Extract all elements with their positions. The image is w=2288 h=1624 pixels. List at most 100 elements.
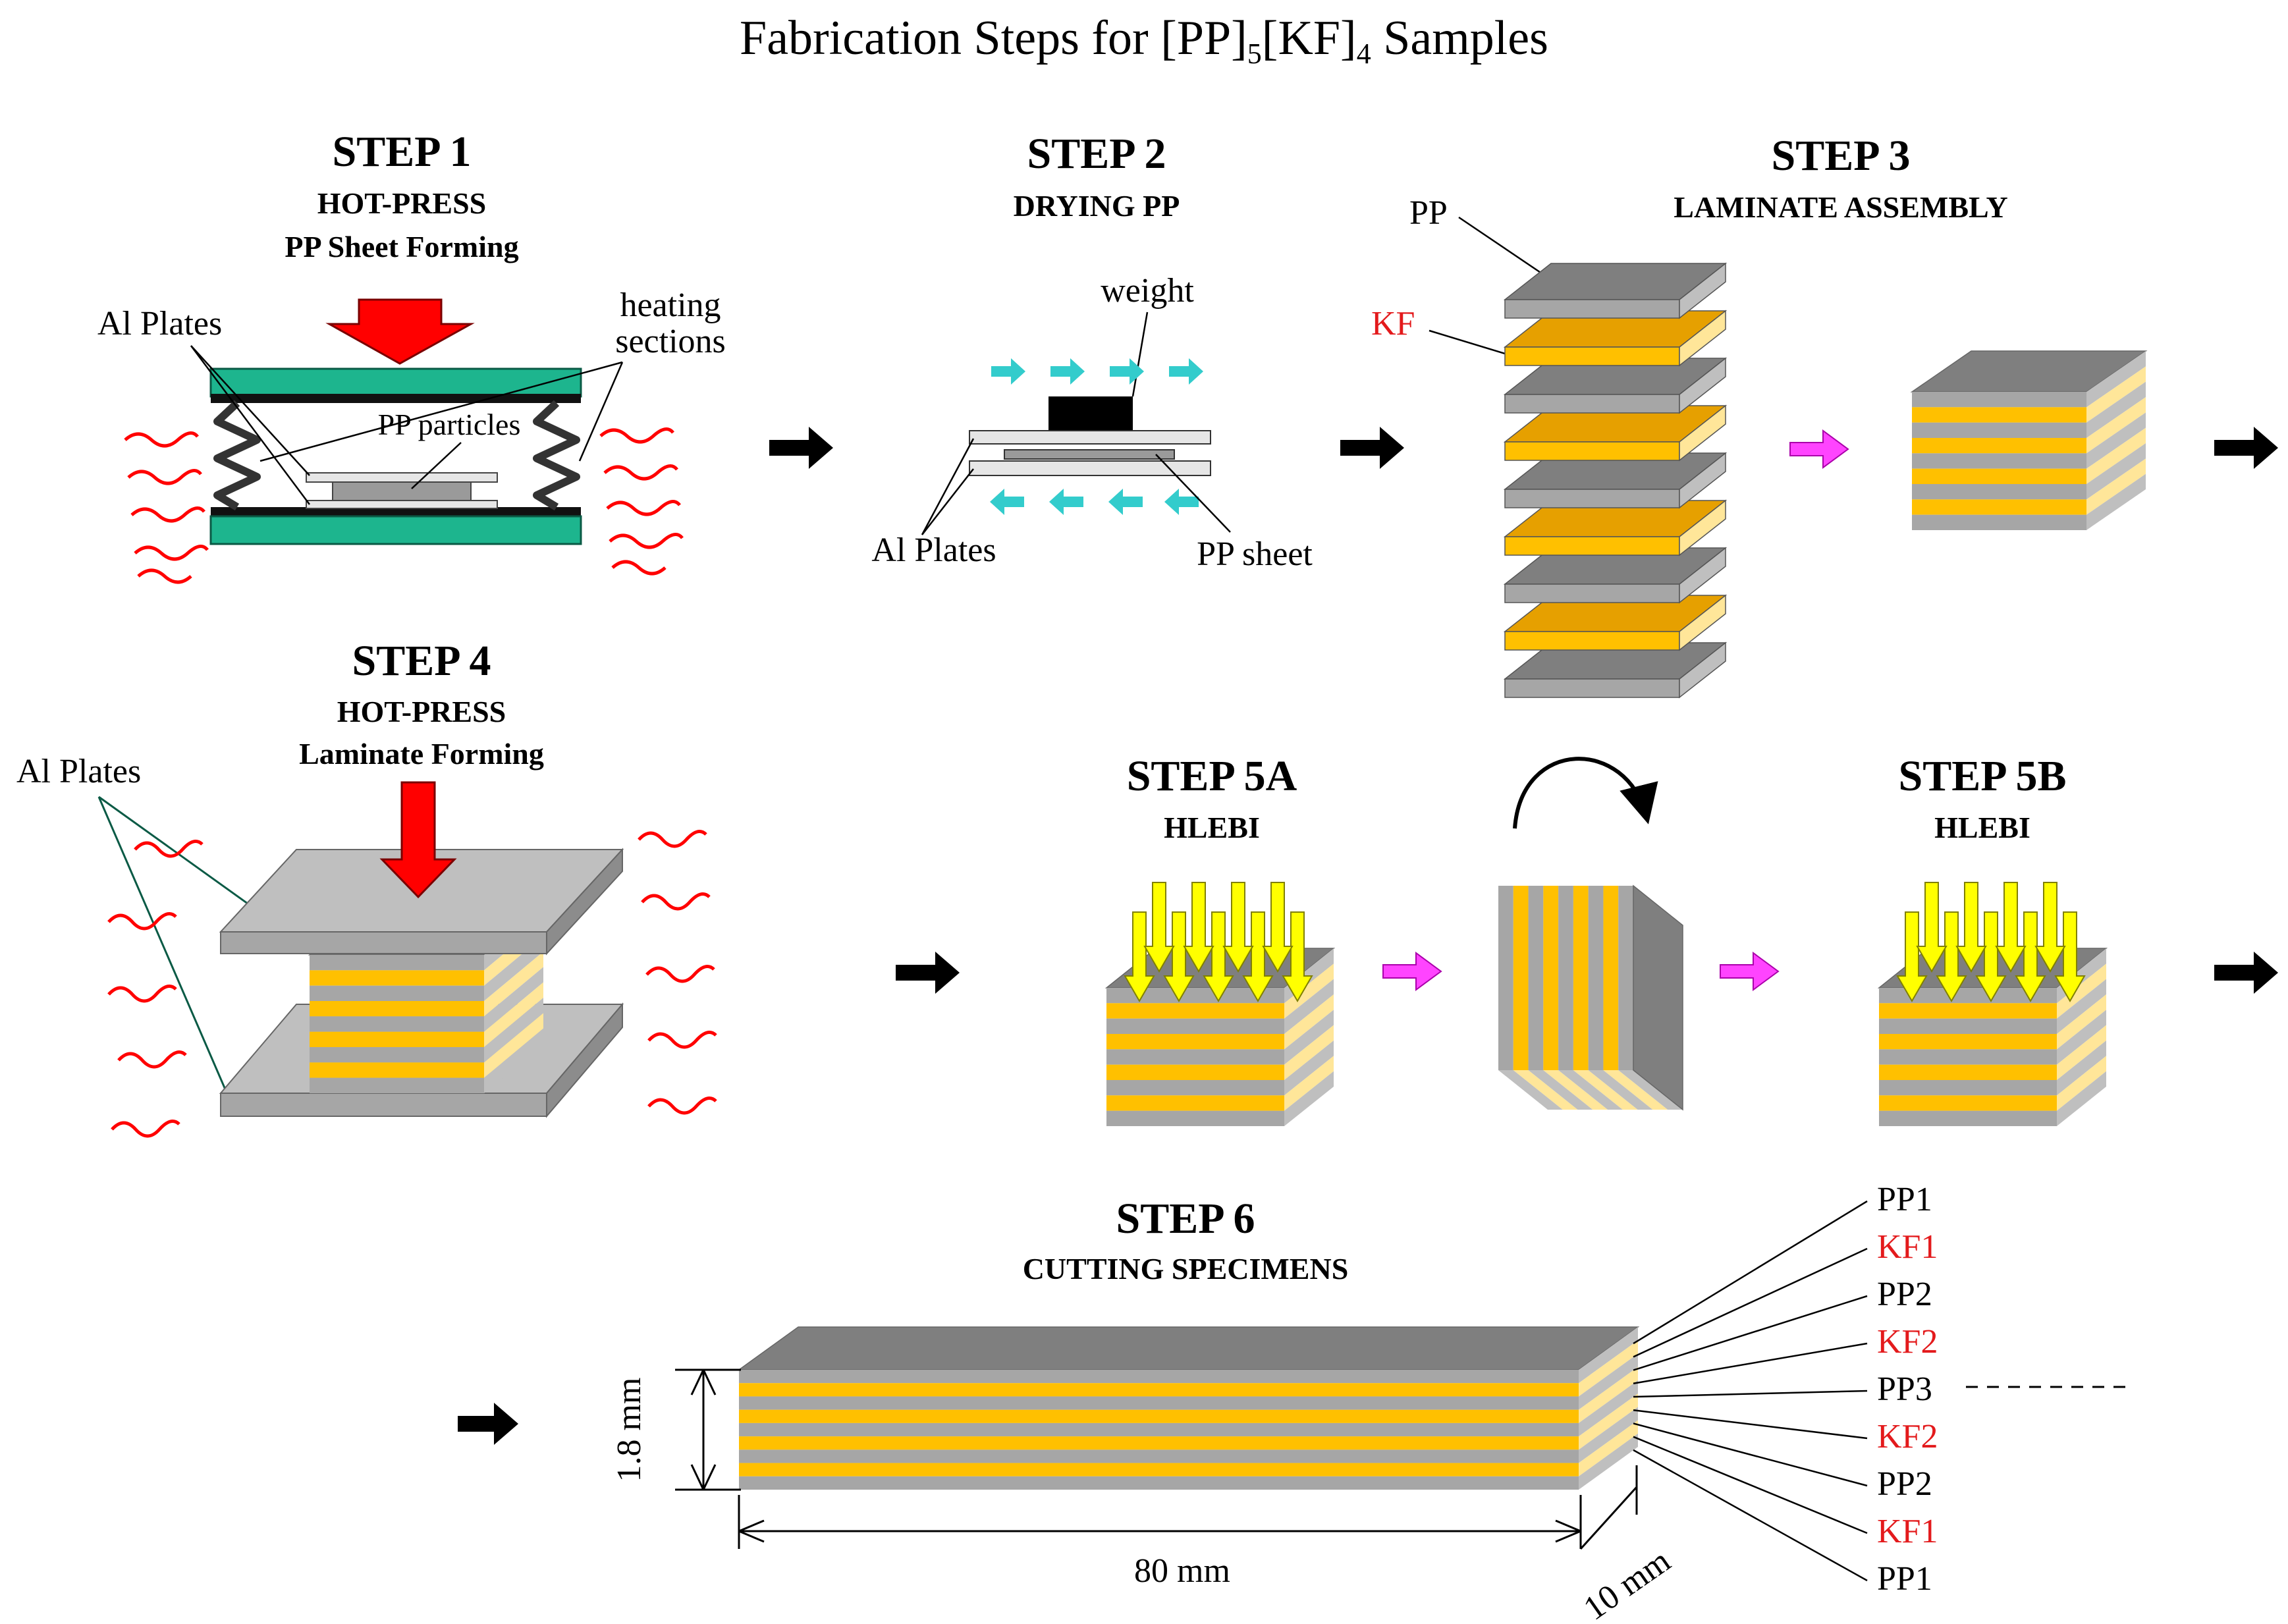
- assembled-laminate-block: [1910, 350, 2148, 530]
- pp-layer-front: [310, 1077, 484, 1093]
- hlebi-block-b: [1877, 948, 2108, 1126]
- beam-arrow-icon: [1975, 911, 2007, 1002]
- step2-al-plates-label: Al Plates: [871, 531, 996, 569]
- pp-stripe: [1558, 886, 1573, 1070]
- pp-layer-side: [1284, 1071, 1334, 1126]
- pp-layer-front: [1879, 988, 2057, 1004]
- beam-arrow-icon: [1936, 911, 1967, 1002]
- beam-arrow-icon: [1222, 882, 1254, 973]
- pp-layer-front: [1106, 1018, 1284, 1034]
- pp-layer-side: [2086, 351, 2146, 408]
- leader: [921, 438, 975, 535]
- pp-layer-front: [739, 1449, 1579, 1463]
- top-press-plate-front: [220, 931, 547, 954]
- pp-layer-front: [1912, 514, 2086, 530]
- pp-layer-side: [484, 1028, 543, 1093]
- flow-arrow-icon: [2214, 427, 2278, 469]
- step2-panel: STEP 2 DRYING PP weight Al Plates PP she…: [871, 130, 1313, 573]
- kf-layer-front: [1912, 468, 2086, 484]
- step1-heating-label-1: heating: [620, 286, 721, 324]
- kf-layer-side: [2057, 963, 2106, 1019]
- pp-layer-front: [310, 955, 484, 971]
- kf-layer-side: [2086, 397, 2146, 454]
- step5a-heading: STEP 5A: [1127, 752, 1297, 800]
- leader: [1429, 329, 1512, 357]
- pp-layer-front: [310, 985, 484, 1001]
- beam-arrow-icon: [1163, 911, 1195, 1002]
- kf-layer-front: [1879, 1003, 2057, 1019]
- pp-layer-front: [1106, 1049, 1284, 1065]
- kf-layer-side: [2057, 994, 2106, 1050]
- step5b-panel: STEP 5B HLEBI: [1877, 752, 2108, 1126]
- step4-panel: STEP 4 HOT-PRESS Laminate Forming Al Pla…: [16, 637, 717, 1138]
- leader: [259, 361, 623, 462]
- pp-sheet-front: [1504, 489, 1680, 508]
- pp-layer-front: [739, 1476, 1579, 1490]
- layer-label-pp3: PP3: [1877, 1370, 1932, 1408]
- pp-sheet-front: [1504, 394, 1680, 414]
- beam-arrow-icon: [1916, 882, 1948, 973]
- kf-layer-front: [739, 1409, 1579, 1423]
- layer-leader-line: [1633, 1409, 1868, 1440]
- kf-layer-side: [1579, 1394, 1638, 1450]
- flow-arrow-icon: [769, 427, 833, 469]
- step4-line1: HOT-PRESS: [337, 695, 506, 728]
- layer-label-kf1: KF1: [1877, 1513, 1938, 1550]
- process-arrow-icon: [1789, 429, 1849, 469]
- pp-stripe: [1498, 886, 1513, 1070]
- kf-stripe-bottom: [1603, 1070, 1668, 1110]
- kf-layer-side: [1579, 1340, 1638, 1397]
- pp-stripe-bottom: [1528, 1070, 1593, 1110]
- heat-waves-right: [638, 830, 717, 1115]
- pp-sheet-side: [1679, 262, 1726, 319]
- pp-layer-side: [2057, 1071, 2106, 1126]
- kf-layer-side: [2086, 427, 2146, 484]
- step3-kf-label: KF: [1371, 305, 1415, 342]
- bottom-platen-edge: [211, 507, 581, 516]
- process-arrow-icon: [1720, 952, 1780, 991]
- beam-arrow-icon: [2034, 882, 2066, 973]
- kf-stripe-bottom: [1543, 1070, 1608, 1110]
- kf-stripe-bottom: [1573, 1070, 1638, 1110]
- kf-layer-front: [1879, 1095, 2057, 1111]
- kf-sheet-side: [1679, 310, 1726, 367]
- top-platen: [209, 367, 582, 398]
- pp-particles: [332, 481, 472, 501]
- kf-layer-side: [484, 952, 543, 1017]
- step1-particles-label: PP particles: [378, 408, 521, 441]
- leader: [1458, 216, 1555, 283]
- kf-layer-front: [310, 1031, 484, 1047]
- pp-layer-front: [1912, 422, 2086, 438]
- kf-layer-front: [310, 1001, 484, 1017]
- layer-leader-line: [1633, 1295, 1868, 1371]
- al-plate-upper: [306, 472, 498, 483]
- pp-layer-side: [1579, 1380, 1638, 1437]
- kf-layer-side: [1284, 1025, 1334, 1080]
- pp-stripe: [1588, 886, 1604, 1070]
- kf-layer-front: [1106, 1064, 1284, 1080]
- step5a-line1: HLEBI: [1164, 811, 1260, 844]
- step1-line2: PP Sheet Forming: [285, 230, 518, 263]
- pp-sheet-side: [1679, 641, 1726, 699]
- layer-leader-line: [1633, 1422, 1868, 1487]
- pp-layer-front: [739, 1370, 1579, 1384]
- heat-waves-left: [107, 840, 204, 1138]
- kf-layer-front: [1106, 1034, 1284, 1050]
- pp-layer-front: [1106, 1110, 1284, 1126]
- electron-beam-arrows: [1124, 882, 1313, 1002]
- pp-stripe-bottom: [1558, 1070, 1623, 1110]
- pp-layer-front: [1879, 1080, 2057, 1096]
- step4-line2: Laminate Forming: [299, 737, 544, 771]
- layer-label-pp1: PP1: [1877, 1560, 1932, 1598]
- beam-arrow-icon: [1995, 882, 2027, 973]
- pp-layer-side: [1284, 1041, 1334, 1096]
- step6-panel: STEP 6 CUTTING SPECIMENS 1.8 mm 80 mm 10…: [458, 1181, 2127, 1624]
- heat-waves-right: [599, 427, 684, 576]
- left-spring-icon: [213, 400, 261, 511]
- dim-arrowhead: [690, 1369, 717, 1490]
- cut-specimen: [737, 1326, 1640, 1490]
- press-arrow-icon: [379, 781, 457, 899]
- beam-arrow-icon: [2015, 911, 2046, 1002]
- step2-line1: DRYING PP: [1014, 189, 1180, 223]
